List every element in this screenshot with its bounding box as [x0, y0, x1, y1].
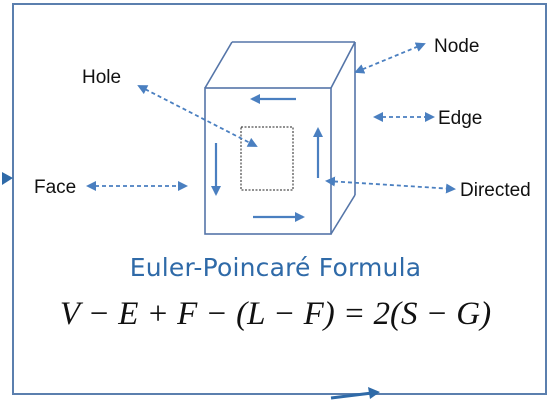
- hole-pointer-arrow-icon: [137, 85, 258, 147]
- label-node: Node: [434, 36, 479, 57]
- face-loop-arrows: [211, 94, 323, 222]
- hole-loop: [240, 126, 294, 191]
- cube-shape: [204, 41, 356, 235]
- cube-front-face: [204, 87, 332, 235]
- directed-pointer-arrow-icon: [325, 176, 456, 194]
- cube-top-left-edge: [204, 41, 233, 89]
- label-hole: Hole: [82, 67, 121, 88]
- bottom-arrow-fragment-icon: [330, 387, 380, 400]
- cube-top-right-edge: [330, 41, 356, 89]
- cube-bottom-right-edge: [330, 194, 356, 235]
- label-edge: Edge: [438, 108, 482, 129]
- label-directed: Directed: [460, 180, 531, 201]
- formula-title: Euler-Poincaré Formula: [129, 253, 422, 282]
- label-face: Face: [34, 177, 76, 198]
- node-pointer-arrow-icon: [354, 42, 426, 74]
- diagram-frame: [12, 3, 547, 395]
- euler-poincare-formula: V − E + F − (L − F) = 2(S − G): [59, 296, 492, 332]
- partial-arrow-icon: [2, 172, 13, 185]
